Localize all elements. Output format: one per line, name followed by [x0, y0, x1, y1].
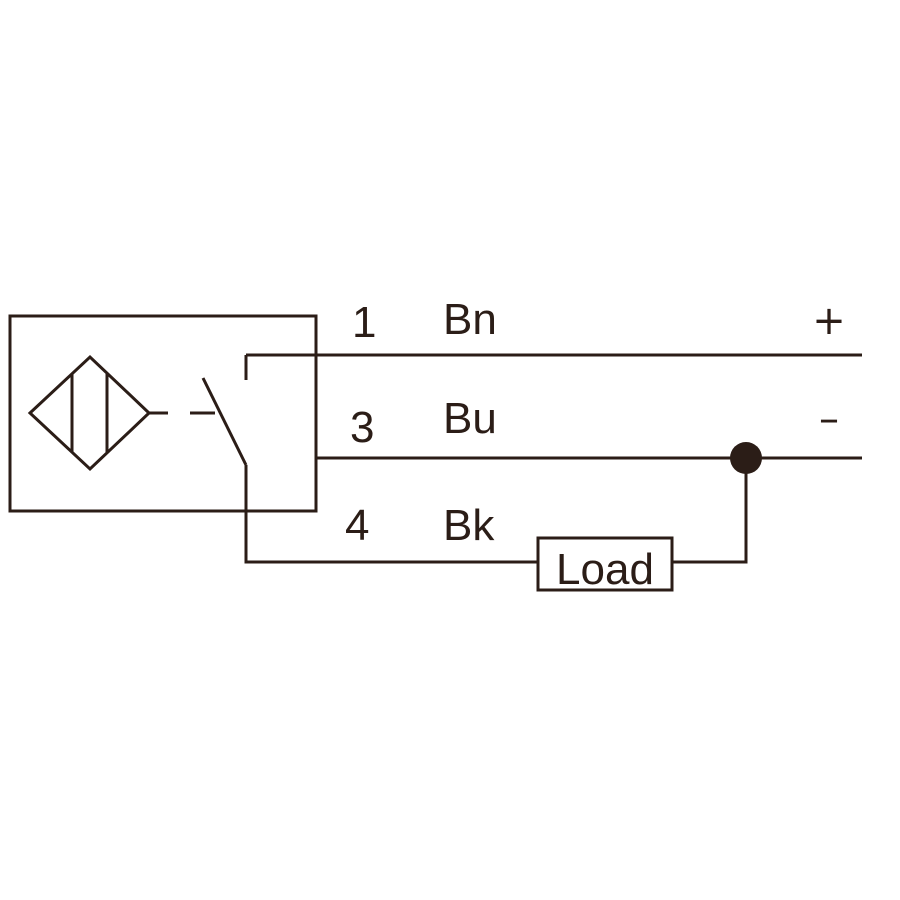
pin-1-label: 1	[352, 298, 376, 347]
load-box	[536, 536, 674, 592]
sensor-housing	[8, 314, 318, 513]
wire-4-line	[244, 465, 538, 564]
load-label: Load	[556, 545, 654, 594]
color-code-bn: Bn	[443, 295, 497, 344]
color-code-bu: Bu	[443, 394, 497, 443]
load-return-line	[672, 458, 748, 564]
junction-dot	[730, 442, 762, 474]
pin-3-label: 3	[350, 403, 374, 452]
pin-4-label: 4	[345, 501, 369, 550]
color-code-bk: Bk	[443, 501, 495, 550]
polarity-plus: +	[812, 298, 846, 344]
polarity-minus: –	[819, 396, 839, 442]
inductive-sensor-icon	[27, 354, 215, 472]
switch-contact-icon	[201, 355, 248, 466]
